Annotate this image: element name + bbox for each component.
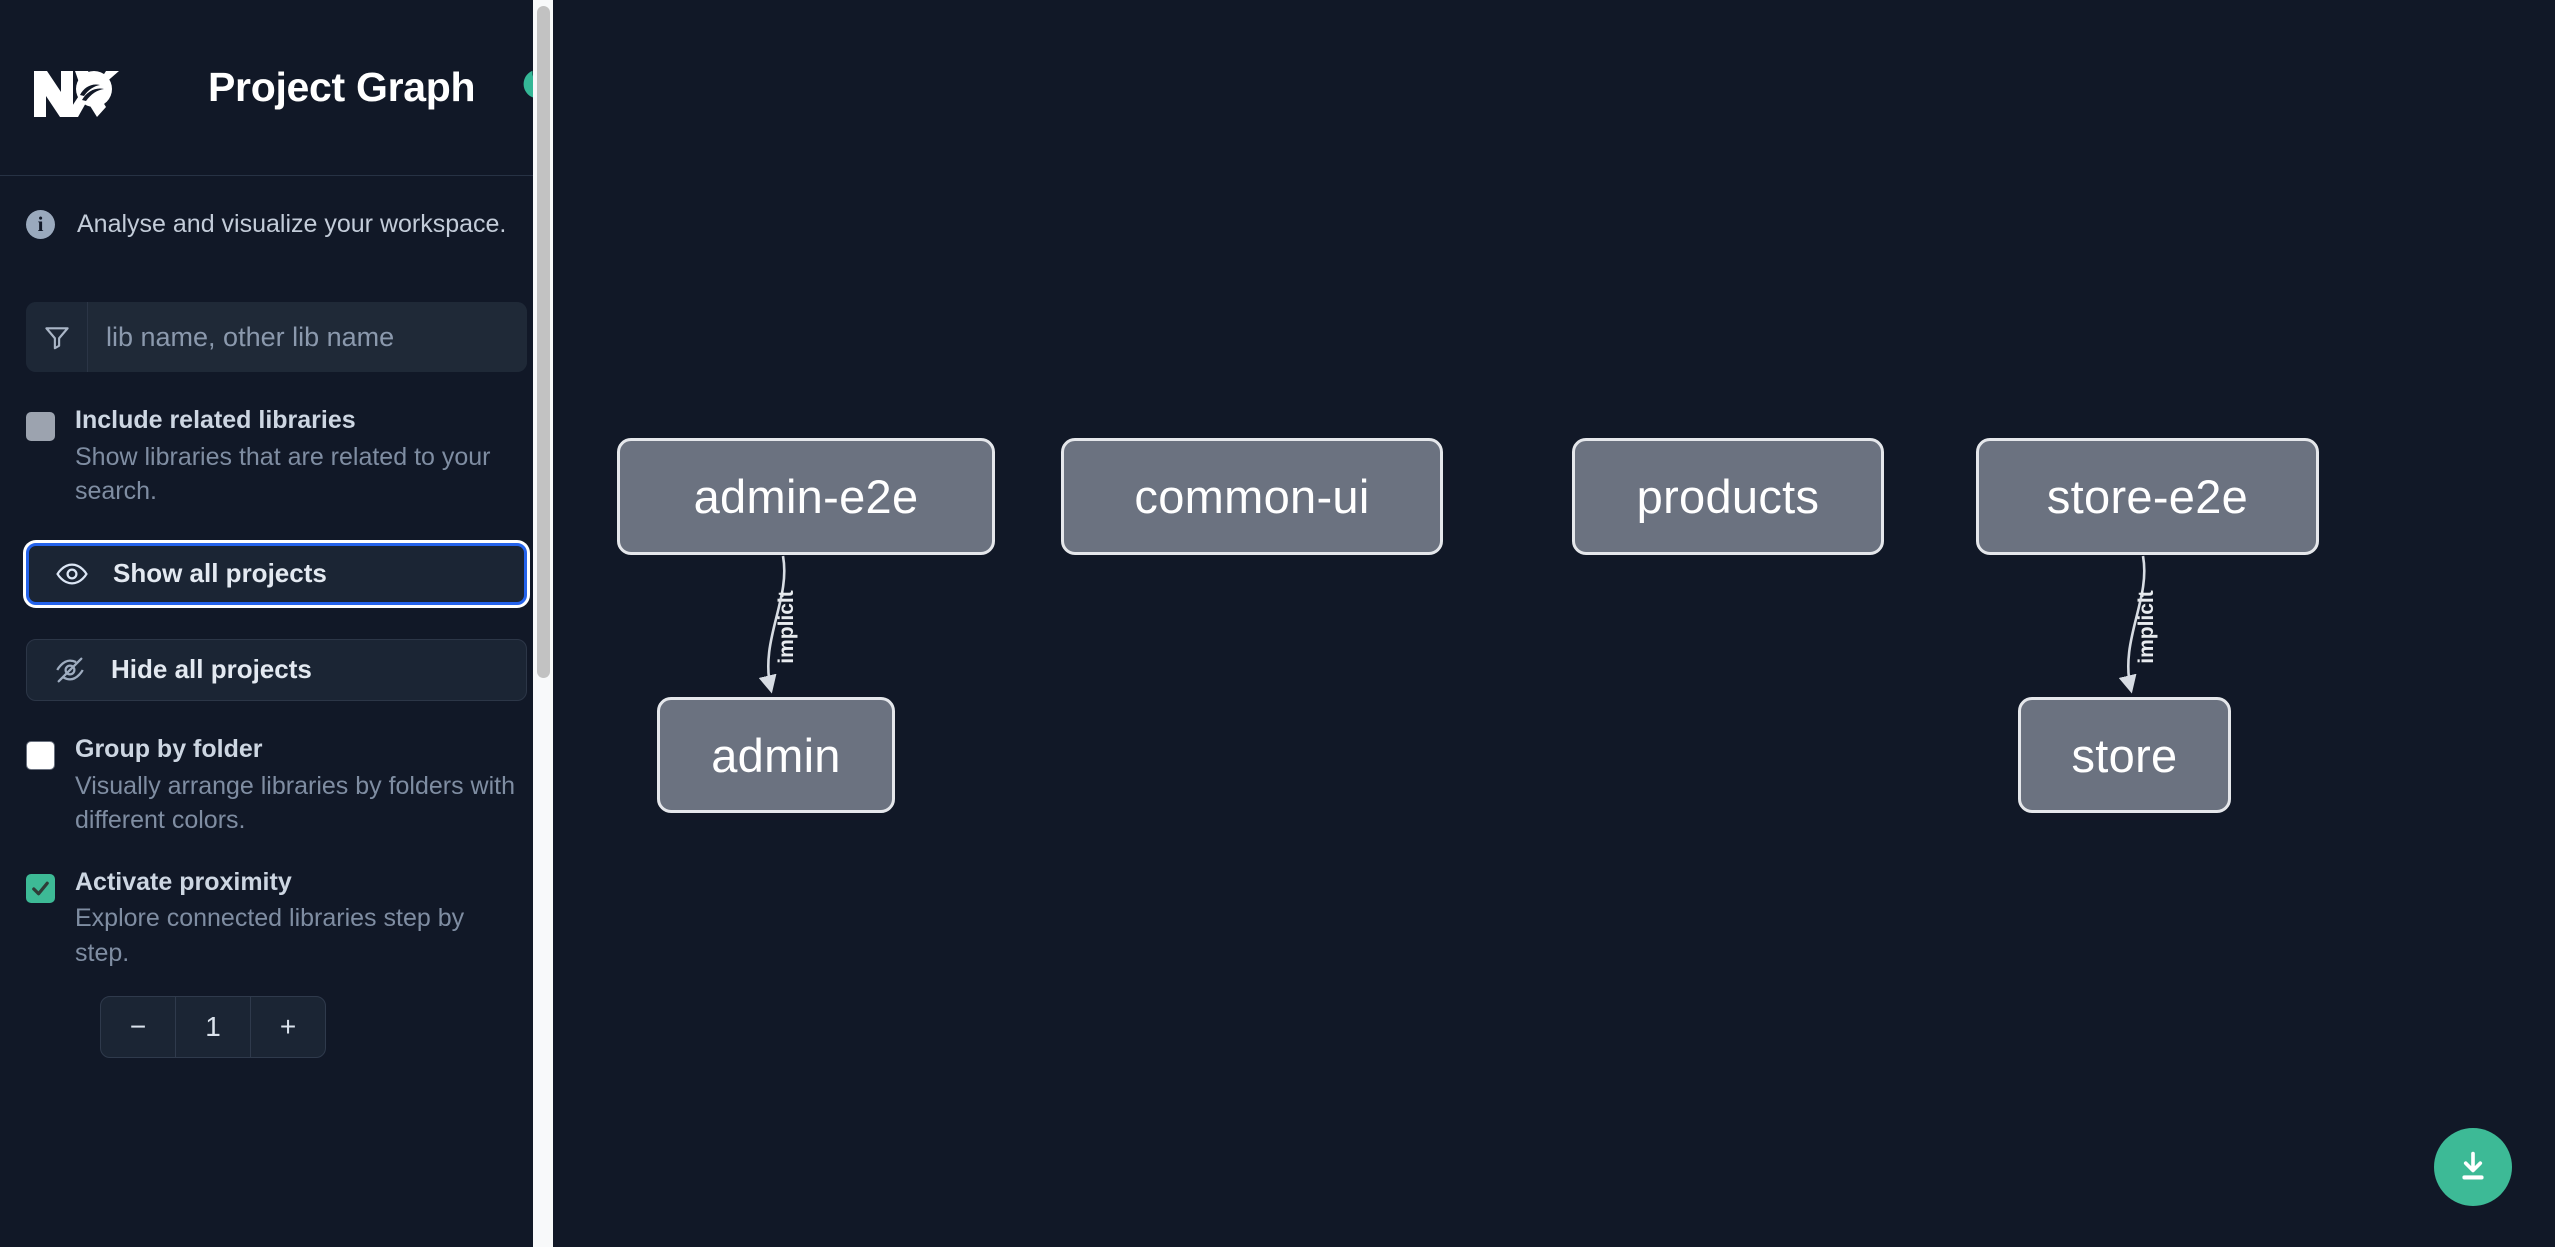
option-description: Show libraries that are related to your … xyxy=(75,442,491,506)
option-label: Group by folder xyxy=(75,734,263,763)
graph-canvas[interactable]: implicit implicit admin-e2e common-ui pr… xyxy=(553,0,2555,1247)
search-input[interactable] xyxy=(88,302,527,372)
graph-node-common-ui[interactable]: common-ui xyxy=(1061,438,1443,555)
info-icon: i xyxy=(26,209,55,239)
show-all-projects-label: Show all projects xyxy=(113,558,327,589)
proximity-increment-button[interactable]: + xyxy=(250,997,325,1058)
graph-node-products[interactable]: products xyxy=(1572,438,1884,555)
hide-all-projects-label: Hide all projects xyxy=(111,654,312,685)
graph-node-store[interactable]: store xyxy=(2018,697,2231,813)
workspace-info-text: Analyse and visualize your workspace. xyxy=(77,209,507,238)
option-include-related-libraries[interactable]: Include related libraries Show libraries… xyxy=(26,406,527,509)
check-icon xyxy=(32,881,49,895)
option-description: Explore connected libraries step by step… xyxy=(75,904,465,967)
proximity-value: 1 xyxy=(175,997,250,1058)
show-all-projects-button[interactable]: Show all projects xyxy=(26,542,527,605)
sidebar-scrollbar[interactable] xyxy=(533,0,553,1247)
page-title: Project Graph xyxy=(208,64,476,110)
sidebar-body: i Analyse and visualize your workspace. … xyxy=(0,176,553,1059)
search-box xyxy=(26,302,527,372)
option-activate-proximity[interactable]: Activate proximity Explore connected lib… xyxy=(26,868,527,971)
eye-off-icon xyxy=(56,657,84,683)
filter-icon[interactable] xyxy=(26,302,88,372)
proximity-stepper: − 1 + xyxy=(100,996,326,1059)
workspace-info: i Analyse and visualize your workspace. xyxy=(26,176,527,272)
download-graph-button[interactable] xyxy=(2434,1128,2512,1206)
sidebar-header: Project Graph xyxy=(0,0,553,176)
eye-icon xyxy=(56,563,88,585)
sidebar: Project Graph i Analyse and visualize yo… xyxy=(0,0,553,1247)
graph-edges xyxy=(758,555,2146,694)
activate-proximity-checkbox[interactable] xyxy=(26,873,55,903)
nx-logo xyxy=(26,57,124,119)
graph-node-store-e2e[interactable]: store-e2e xyxy=(1976,438,2319,555)
proximity-decrement-button[interactable]: − xyxy=(129,1011,147,1043)
option-description: Visually arrange libraries by folders wi… xyxy=(75,771,516,835)
sidebar-scrollbar-thumb[interactable] xyxy=(537,6,550,678)
graph-node-admin-e2e[interactable]: admin-e2e xyxy=(617,438,995,555)
group-by-folder-checkbox[interactable] xyxy=(26,740,55,770)
graph-node-admin[interactable]: admin xyxy=(657,697,895,813)
option-group-by-folder[interactable]: Group by folder Visually arrange librari… xyxy=(26,735,527,838)
hide-all-projects-button[interactable]: Hide all projects xyxy=(26,638,527,701)
include-related-libraries-checkbox[interactable] xyxy=(26,412,55,441)
option-label: Include related libraries xyxy=(75,406,356,434)
option-label: Activate proximity xyxy=(75,867,292,896)
download-icon xyxy=(2462,1151,2484,1180)
